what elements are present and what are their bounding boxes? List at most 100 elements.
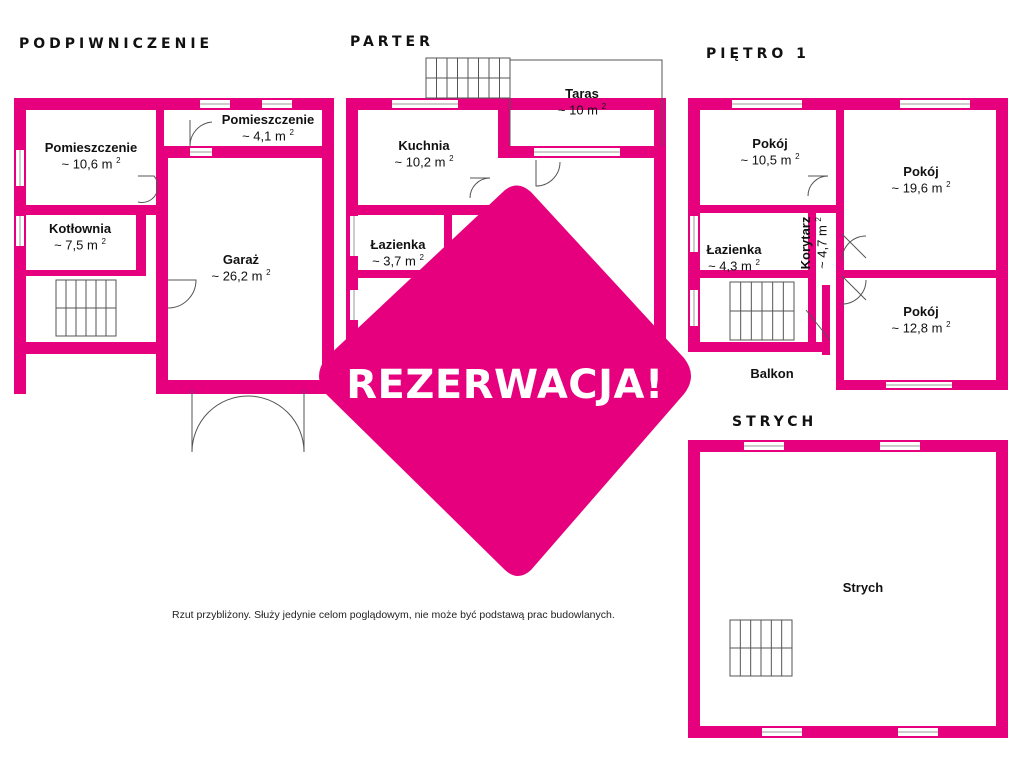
window-pane — [19, 150, 21, 186]
wall-segment — [26, 270, 146, 276]
wall-segment — [358, 205, 498, 215]
wall-segment — [136, 205, 146, 275]
window-pane — [534, 151, 620, 153]
window-pane — [880, 445, 920, 447]
window-pane — [886, 384, 952, 386]
windows — [16, 100, 970, 736]
room-area: ~ 12,8 m 2 — [891, 320, 951, 336]
room-name: Strych — [842, 580, 884, 595]
room-korytarz: Korytarz ~ 4,7 m 2 — [798, 198, 832, 288]
window-pane — [200, 103, 230, 105]
room-name: Korytarz — [798, 216, 813, 270]
room-area: ~ 10,2 m 2 — [394, 154, 454, 170]
window-pane — [353, 216, 355, 256]
window-pane — [353, 290, 355, 320]
wall-segment — [808, 205, 816, 345]
wall-segment — [844, 270, 996, 278]
room-area: ~ 10,5 m 2 — [740, 152, 800, 168]
wall-segment — [156, 146, 322, 158]
wall-segment — [996, 440, 1008, 738]
room-area: ~ 3,7 m 2 — [372, 253, 424, 269]
room-area: ~ 19,6 m 2 — [891, 180, 951, 196]
room-name: Pomieszczenie — [221, 112, 315, 127]
wall-segment — [26, 205, 166, 215]
room-pomieszczenie-2: Pomieszczenie ~ 4,1 m 2 — [208, 112, 328, 145]
door-swing — [167, 279, 197, 309]
room-area: ~ 4,1 m 2 — [242, 128, 294, 144]
wall-segment — [358, 270, 448, 278]
room-pokoj-2: Pokój ~ 19,6 m 2 — [866, 164, 976, 197]
window-pane — [900, 103, 970, 105]
room-area: ~ 10 m 2 — [557, 102, 607, 118]
wall-segment — [156, 380, 334, 394]
room-pokoj-3: Pokój ~ 12,8 m 2 — [866, 304, 976, 337]
window-pane — [732, 103, 802, 105]
window-pane — [744, 445, 784, 447]
window-pane — [262, 103, 292, 105]
room-name: Garaż — [222, 252, 260, 267]
floor-title-pietro1: PIĘTRO 1 — [706, 46, 810, 62]
window-pane — [693, 290, 695, 326]
room-lazienka-parter: Łazienka ~ 3,7 m 2 — [360, 237, 436, 270]
wall-segment — [654, 98, 666, 350]
room-area: ~ 26,2 m 2 — [211, 268, 271, 284]
room-name: Pokój — [903, 164, 939, 179]
room-pomieszczenie-1: Pomieszczenie ~ 10,6 m 2 — [26, 140, 156, 173]
window-pane — [762, 731, 802, 733]
room-lazienka-pietro: Łazienka ~ 4,3 m 2 — [698, 242, 770, 275]
reservation-stamp — [319, 185, 691, 577]
room-garaz: Garaż ~ 26,2 m 2 — [186, 252, 296, 285]
floor-title-podpiwniczenie: PODPIWNICZENIE — [19, 36, 214, 52]
room-area: ~ 7,5 m 2 — [54, 237, 106, 253]
wall-segment — [14, 98, 334, 110]
window-pane — [898, 731, 938, 733]
room-name: Balkon — [750, 366, 794, 381]
window-pane — [19, 216, 21, 246]
wall-segment — [688, 440, 1008, 452]
room-name: Taras — [565, 86, 599, 101]
disclaimer-note: Rzut przybliżony. Służy jedynie celom po… — [172, 609, 615, 621]
door-swing — [247, 390, 305, 453]
door-swing — [137, 175, 159, 203]
room-name: Kuchnia — [398, 138, 450, 153]
window-pane — [392, 103, 458, 105]
room-taras: Taras ~ 10 m 2 — [530, 86, 634, 119]
room-name: Łazienka — [706, 242, 762, 257]
room-name: Łazienka — [370, 237, 426, 252]
room-name: Kotłownia — [48, 221, 112, 236]
door-swing — [841, 275, 867, 305]
wall-segment — [700, 270, 810, 278]
wall-segment — [688, 726, 1008, 738]
room-pokoj-1: Pokój ~ 10,5 m 2 — [720, 136, 820, 169]
wall-segment — [688, 342, 828, 352]
stairs — [55, 57, 795, 677]
stamp-label: REZERWACJA! — [346, 362, 664, 408]
room-strych: Strych — [820, 580, 906, 596]
room-kuchnia: Kuchnia ~ 10,2 m 2 — [368, 138, 480, 171]
floor-title-parter: PARTER — [350, 34, 434, 50]
wall-segment — [322, 98, 334, 394]
room-name: Pokój — [752, 136, 788, 151]
door-swing — [841, 233, 867, 261]
wall-segment — [822, 285, 830, 355]
wall-segment — [14, 342, 164, 354]
wall-segment — [700, 205, 836, 213]
door-swing — [469, 177, 491, 199]
window-pane — [190, 151, 212, 153]
floor-title-strych: STRYCH — [732, 414, 818, 430]
door-swing — [191, 390, 249, 453]
room-name: Pomieszczenie — [44, 140, 138, 155]
wall-segment — [688, 440, 700, 738]
room-kotlownia: Kotłownia ~ 7,5 m 2 — [26, 221, 134, 254]
room-area: ~ 4,3 m 2 — [708, 258, 760, 274]
window-pane — [693, 216, 695, 252]
wall-segment — [444, 205, 452, 275]
wall-segment — [156, 110, 164, 158]
room-area: ~ 4,7 m 2 — [814, 217, 830, 269]
wall-segment — [996, 98, 1008, 388]
door-swing — [535, 160, 561, 187]
room-balkon: Balkon — [730, 366, 814, 382]
room-name: Pokój — [903, 304, 939, 319]
room-area: ~ 10,6 m 2 — [61, 156, 121, 172]
